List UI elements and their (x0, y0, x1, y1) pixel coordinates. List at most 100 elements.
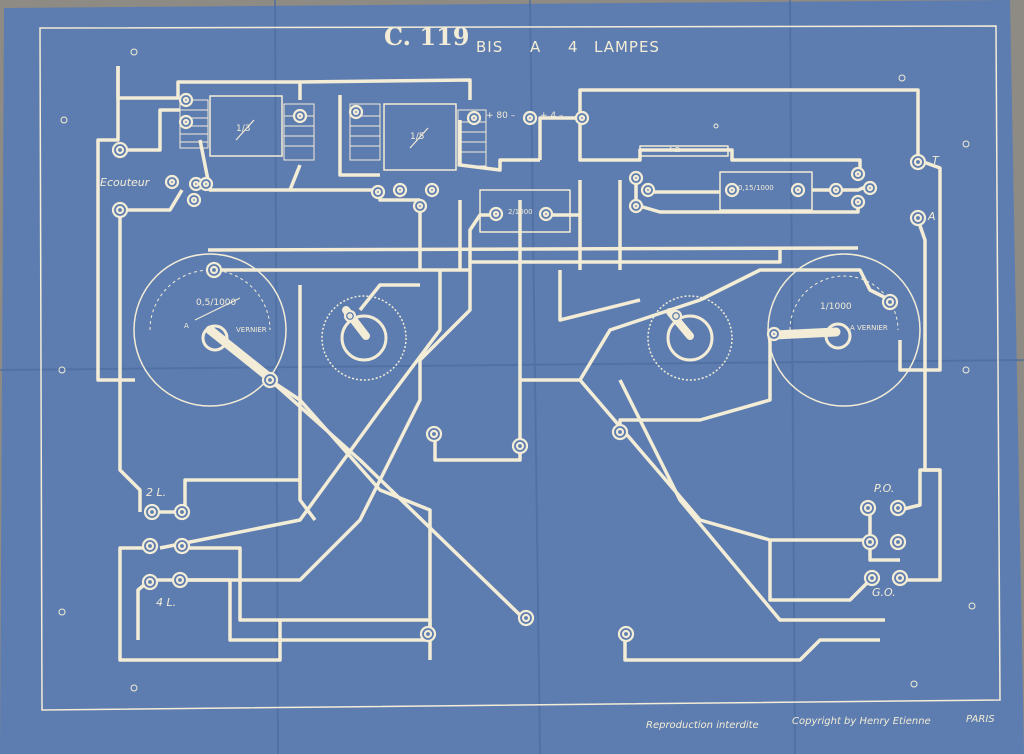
fold-line-vertical (529, 0, 541, 754)
wire (96, 66, 135, 382)
terminal-post (292, 108, 308, 124)
label-supply-80: + 80 – (486, 111, 516, 121)
label-cap-center: 2/1000 (508, 208, 533, 216)
terminal-post-center (177, 507, 187, 517)
right-variable-capacitor (767, 253, 921, 407)
terminal-post (522, 110, 538, 126)
terminal-post-center (182, 118, 190, 126)
transformer-coil (349, 103, 381, 161)
terminal-post (850, 194, 866, 210)
wire (159, 270, 442, 550)
terminal-post-center (145, 541, 155, 551)
terminal-post (111, 141, 129, 159)
terminal-post (178, 92, 194, 108)
wire (268, 378, 522, 617)
label-cap-right: 0,15/1000 (738, 184, 774, 192)
terminal-post (173, 537, 191, 555)
transformer-1-5 (383, 103, 457, 171)
label-4l: 4 L. (156, 596, 177, 609)
terminal-post-center (515, 441, 525, 451)
terminal-post (348, 104, 364, 120)
terminal-post-center (832, 186, 840, 194)
footer-copyright: Copyright by Henry Etienne (792, 716, 931, 727)
wire (558, 270, 641, 322)
right-rheostat (647, 295, 733, 381)
footer-city: PARIS (966, 714, 995, 725)
fraction-bar (409, 127, 429, 149)
fold-line-vertical (789, 0, 796, 754)
wire (160, 478, 300, 514)
terminal-post-center (521, 613, 531, 623)
fraction-bar (235, 119, 255, 141)
terminal-post (574, 110, 590, 126)
terminal-post (511, 437, 529, 455)
label-transformer-right: 1/5 (410, 132, 425, 142)
left-variable-capacitor (133, 253, 287, 407)
terminal-post (889, 533, 907, 551)
terminal-post-center (428, 186, 436, 194)
terminal-post (724, 182, 740, 198)
terminal-post-center (866, 184, 874, 192)
terminal-post-center (470, 114, 478, 122)
title-a: A (530, 38, 542, 56)
label-left-cap-a: A (184, 322, 189, 330)
terminal-post (261, 371, 279, 389)
terminal-post-center (913, 157, 923, 167)
terminal-post-center (352, 108, 360, 116)
terminal-post-center (770, 330, 778, 338)
label-terminal-a: A (928, 210, 936, 223)
wire (198, 139, 302, 192)
terminal-post (343, 309, 357, 323)
terminal-post (891, 569, 909, 587)
terminal-post-center (615, 427, 625, 437)
transformer-1-3 (209, 95, 283, 157)
label-transformer-left: 1/3 (236, 124, 251, 134)
terminal-post-center (347, 313, 353, 319)
wire (298, 285, 317, 522)
label-2l: 2 L. (146, 486, 167, 499)
title-four: 4 (568, 38, 579, 56)
terminal-post (617, 625, 635, 643)
wire (358, 283, 420, 312)
terminal-post-center (396, 186, 404, 194)
terminal-post-center (265, 375, 275, 385)
terminal-post-center (867, 573, 877, 583)
terminal-post (628, 170, 644, 186)
terminal-post (141, 537, 159, 555)
terminal-post (111, 201, 129, 219)
terminal-post-center (854, 198, 862, 206)
title-lampes: LAMPES (594, 38, 660, 56)
terminal-post (488, 206, 504, 222)
terminal-post (424, 182, 440, 198)
terminal-post-center (895, 573, 905, 583)
terminal-post (143, 503, 161, 521)
label-resistor: 4 Ω (668, 146, 681, 154)
transformers (179, 95, 487, 171)
wire (182, 578, 432, 660)
wire (618, 379, 885, 622)
terminals (111, 92, 927, 643)
terminal-post-center (542, 210, 550, 218)
wire (899, 468, 940, 512)
wire (578, 118, 862, 175)
terminal-post-center (578, 114, 586, 122)
terminal-post-center (429, 429, 439, 439)
terminal-post (412, 198, 428, 214)
label-po: P.O. (874, 482, 895, 495)
label-left-vernier: VERNIER (236, 326, 267, 334)
terminal-post-center (865, 537, 875, 547)
terminal-post-center (854, 170, 862, 178)
terminal-post (881, 293, 899, 311)
terminal-post-center (893, 537, 903, 547)
terminal-post-center (632, 174, 640, 182)
terminal-post (392, 182, 408, 198)
terminal-post (862, 180, 878, 196)
terminal-post (628, 198, 644, 214)
wire (269, 378, 432, 636)
mounting-holes (58, 48, 976, 692)
label-ecouteur: Ecouteur (100, 176, 150, 189)
terminal-post-center (177, 541, 187, 551)
terminal-post (205, 261, 223, 279)
